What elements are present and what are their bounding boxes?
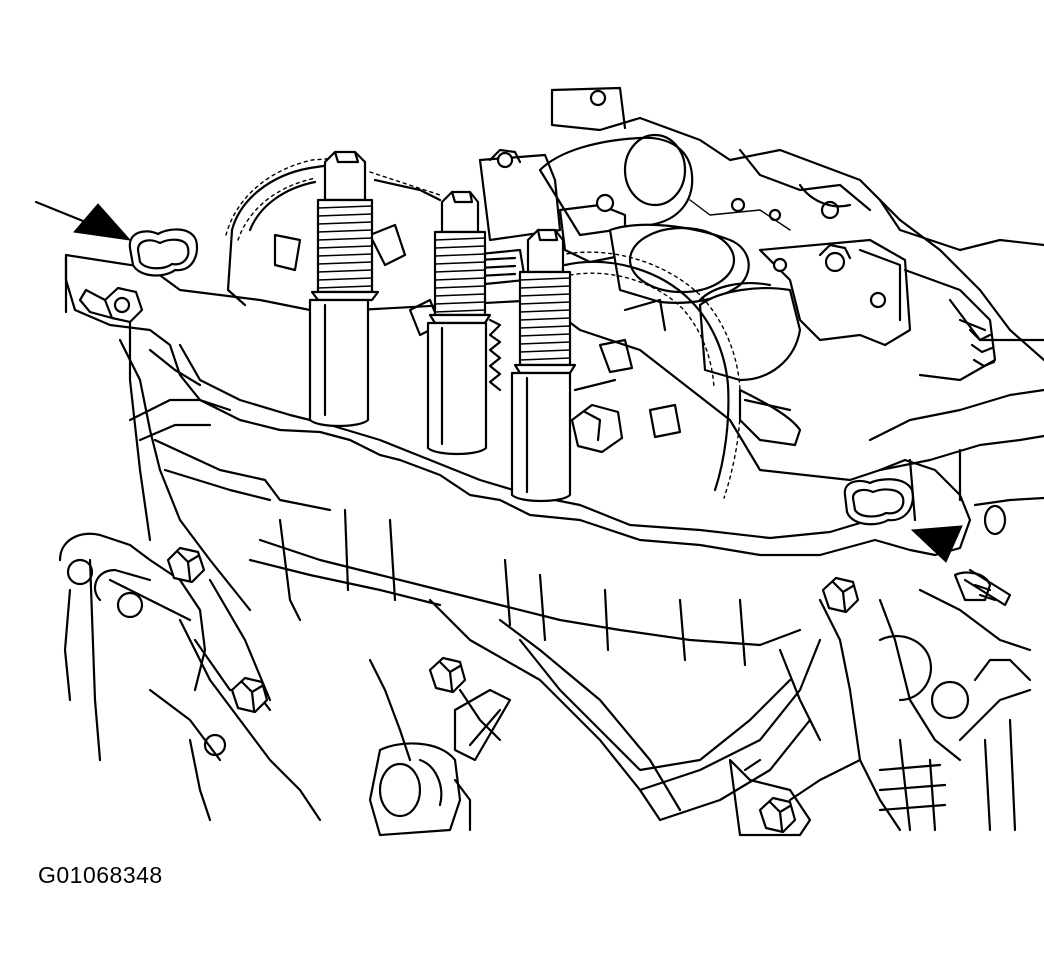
timing-sprockets (225, 157, 742, 499)
oval-seal-left (128, 228, 199, 277)
arrow-pointer-icon (910, 525, 963, 563)
bolt-left-lower (230, 676, 269, 714)
bolts (78, 286, 860, 834)
cylinder-head-background (550, 86, 1044, 362)
engine-block-right (778, 388, 1044, 832)
arrow-pointer-icon (34, 200, 132, 241)
bolt-centre (428, 656, 467, 694)
bolt-right-middle (821, 576, 860, 614)
oval-seal-right (843, 478, 914, 526)
bolt-left-middle (166, 546, 206, 584)
guide-pin-middle (426, 190, 492, 456)
guide-pin-left (308, 150, 380, 428)
front-cover (58, 253, 972, 822)
camshaft-assembly (478, 133, 997, 447)
bolt-right-lower (758, 796, 797, 834)
guide-pin-right (510, 228, 577, 503)
figure-identifier: G01068348 (38, 862, 163, 888)
bolt-left-upper (78, 286, 144, 324)
lower-crank-area (368, 658, 812, 837)
